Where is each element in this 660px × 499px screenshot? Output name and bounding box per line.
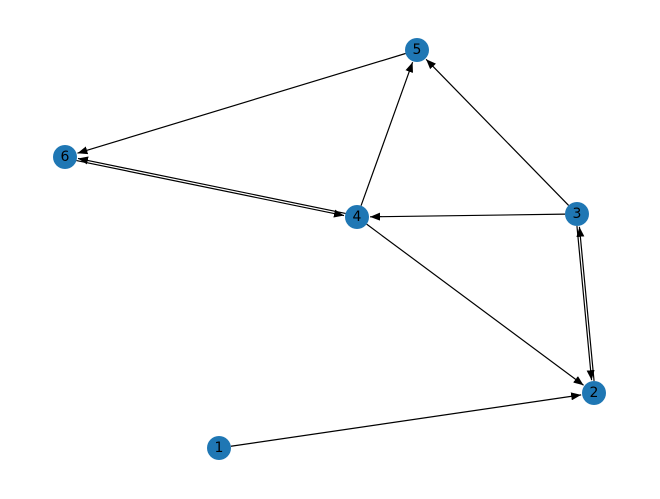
node-label-6: 6 [61,149,70,165]
node-circle-2 [582,381,606,405]
node-circle-6 [53,145,77,169]
node-6: 6 [53,145,77,169]
edge-2-to-3 [576,226,595,381]
node-label-4: 4 [353,209,362,225]
edge-4-to-2 [366,223,584,386]
node-4: 4 [345,205,369,229]
edge-3-to-2 [576,226,595,381]
edge-4-to-5 [360,62,414,206]
edge-1-to-2 [230,392,582,447]
edge-3-to-5 [425,58,570,206]
node-circle-5 [405,38,429,62]
node-1: 1 [207,436,231,460]
node-label-5: 5 [413,42,422,58]
node-5: 5 [405,38,429,62]
nodes-layer: 1 2 3 4 5 6 [53,38,606,460]
node-label-1: 1 [215,440,224,456]
node-label-3: 3 [573,206,582,222]
node-2: 2 [582,381,606,405]
node-label-2: 2 [590,385,599,401]
node-circle-3 [565,202,589,226]
node-circle-1 [207,436,231,460]
edges-layer [76,52,595,447]
edge-3-to-4 [369,212,566,221]
node-circle-4 [345,205,369,229]
node-3: 3 [565,202,589,226]
edge-6-to-4 [76,160,345,218]
edge-4-to-6 [77,156,346,214]
edge-5-to-6 [77,52,406,155]
